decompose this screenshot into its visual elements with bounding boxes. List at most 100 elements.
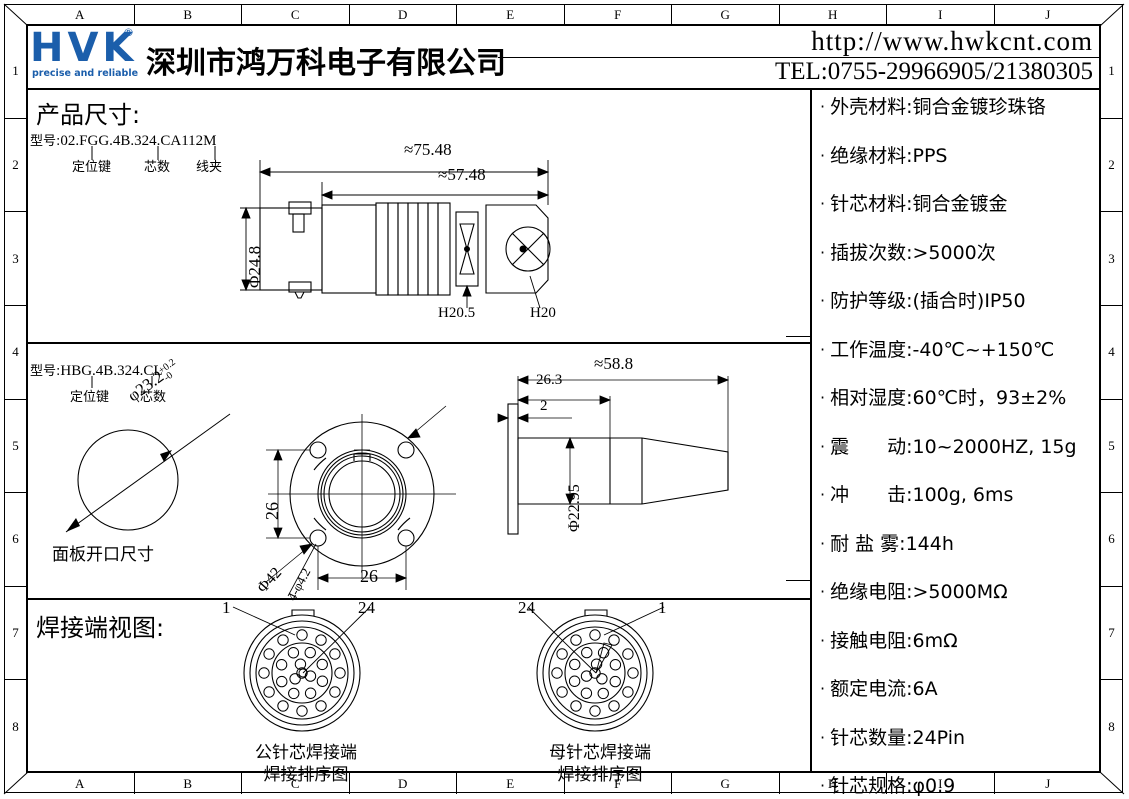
dim-overall-length: ≈75.48 (404, 140, 452, 159)
section1-title: 产品尺寸: (36, 101, 141, 129)
ruler-row-2: 2 (1101, 117, 1122, 212)
spec-bullet-icon: · (820, 727, 826, 747)
connector-pin (568, 675, 581, 687)
ruler-column-d: D (348, 773, 457, 794)
ruler-row-4: 4 (5, 304, 26, 399)
section2-model-value: HBG.4B.324.CL (60, 363, 163, 379)
female-caption-line2: 焊接排序图 (557, 765, 643, 785)
spec-item-text: 针芯规格:φ0.9 (830, 775, 956, 797)
section1-callout-0: 定位键 (72, 160, 112, 175)
spec-item: ·插拔次数:>5000次 (816, 238, 1098, 287)
spec-group-divider-2 (786, 580, 810, 581)
spec-item: ·外壳材料:铜合金镀珍珠铬 (816, 92, 1098, 141)
ruler-column-a: A (75, 6, 85, 22)
section2-callout-leaders (91, 376, 153, 388)
connector-pin (294, 658, 307, 670)
spec-item: ·相对湿度:60℃时，93±2% (816, 383, 1098, 432)
spec-item-text: 相对湿度:60℃时，93±2% (830, 387, 1067, 409)
logo-wordmark: HVK (30, 25, 138, 71)
spec-item-text: 震 动:10~2000HZ, 15g (830, 435, 1077, 458)
ruler-row-1: 1 (12, 62, 19, 78)
connector-pin (296, 629, 308, 641)
plug-side-view-drawing (240, 160, 551, 309)
dim-hole-spacing-vertical: 26 (262, 502, 282, 520)
spec-item-text: 耐 盐 雾:144h (830, 532, 954, 555)
spec-item: ·额定电流:6A (816, 674, 1098, 723)
ruler-column-c: C (241, 773, 349, 794)
ruler-row-7: 7 (5, 585, 26, 680)
ruler-column-g: G (671, 773, 779, 794)
ruler-row-8: 8 (1101, 679, 1122, 773)
connector-pin (315, 634, 327, 646)
female-pin-first-label: 1 (658, 598, 667, 617)
connector-pin (596, 673, 608, 685)
spec-bullet-icon: · (820, 145, 826, 165)
connector-pin (589, 705, 601, 717)
ruler-row-6: 6 (5, 492, 26, 586)
dim-hex-small: H20.5 (438, 305, 476, 321)
connector-pin (551, 667, 563, 679)
spec-bullet-icon: · (820, 339, 826, 359)
ruler-column-h: H (778, 773, 887, 794)
female-solder-face-drawing (527, 606, 665, 732)
dim-side-2: 2 (540, 398, 548, 414)
ruler-column-b: B (133, 4, 242, 25)
spec-item: ·接触电阻:6mΩ (816, 626, 1098, 675)
spec-item-text: 插拔次数:>5000次 (830, 241, 996, 264)
spec-item-text: 接触电阻:6mΩ (830, 629, 958, 652)
connector-pin (304, 687, 317, 699)
dim-hole-spacing-horizontal: 26 (360, 566, 378, 586)
connector-pin (580, 670, 593, 682)
ruler-column-j: J (993, 4, 1102, 25)
spec-item-text: 工作温度:-40℃~+150℃ (830, 338, 1055, 361)
connector-pin (570, 700, 582, 712)
dim-side-26-3: 26.3 (536, 372, 563, 388)
female-pin-last-label: 24 (518, 598, 535, 617)
section1-callout-leaders (91, 146, 216, 160)
ruler-row-6: 6 (1101, 492, 1122, 586)
connector-pin (316, 658, 328, 671)
section1-callout-1: 芯数 (144, 160, 171, 175)
section3-title: 焊接端视图: (36, 614, 165, 642)
connector-pin (608, 700, 620, 712)
spec-bullet-icon: · (820, 533, 826, 553)
connector-pin (289, 673, 301, 685)
connector-pin (288, 687, 300, 700)
spec-item-text: 绝缘电阻:>5000MΩ (830, 581, 1008, 603)
connector-pin (263, 648, 275, 660)
corner-diagonal-br (1099, 771, 1125, 795)
section2-callout-1: 芯数 (140, 390, 167, 405)
spec-item: ·绝缘电阻:>5000MΩ (816, 577, 1098, 626)
ruler-column-g: G (671, 4, 779, 25)
spec-group-divider-1 (786, 336, 810, 337)
spec-item: ·绝缘材料:PPS (816, 141, 1098, 190)
ruler-row-2: 2 (5, 117, 26, 212)
ruler-column-j: J (993, 773, 1102, 794)
spec-panel-divider (810, 88, 812, 771)
ruler-row-3: 3 (1101, 211, 1122, 305)
connector-pin (609, 675, 621, 688)
spec-item: ·耐 盐 雾:144h (816, 529, 1098, 578)
ruler-column-i: I (886, 4, 994, 25)
panel-cutout-drawing (65, 413, 231, 533)
corner-diagonal-tl (3, 3, 29, 27)
ruler-column-i: I (886, 773, 994, 794)
company-telephone: TEL:0755-29966905/21380305 (774, 58, 1093, 85)
connector-pin (556, 686, 568, 698)
male-caption-line2: 焊接排序图 (263, 765, 349, 785)
spec-item: ·冲 击:100g, 6ms (816, 480, 1098, 529)
connector-pin (296, 705, 308, 717)
connector-pin (304, 646, 316, 659)
spec-item: ·针芯数量:24Pin (816, 723, 1098, 772)
section1-model-label: 型号: (30, 134, 61, 149)
spec-item-text: 额定电流:6A (830, 678, 938, 700)
spec-item: ·工作温度:-40℃~+150℃ (816, 335, 1098, 384)
flange-front-view-drawing (265, 405, 456, 597)
spec-bullet-icon: · (820, 776, 826, 795)
connector-pin (589, 667, 601, 679)
spec-bullet-icon: · (820, 388, 826, 407)
male-caption-line1: 公针芯焊接端 (255, 743, 357, 763)
spec-item: ·防护等级:(插合时)IP50 (816, 286, 1098, 335)
corner-diagonal-tr (1099, 3, 1125, 27)
